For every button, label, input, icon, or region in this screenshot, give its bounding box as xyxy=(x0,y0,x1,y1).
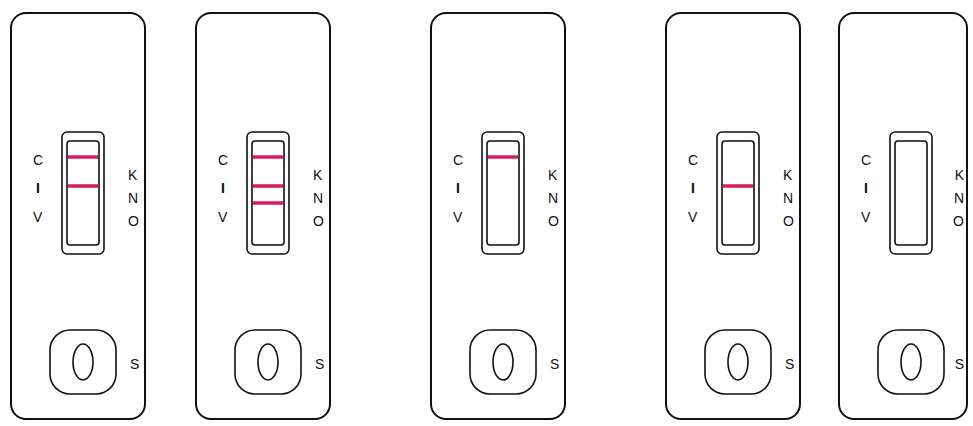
cassette-window xyxy=(705,132,771,394)
marker-letter: N xyxy=(313,190,323,206)
marker-letter: O xyxy=(953,213,964,229)
marker-letter: S xyxy=(550,356,559,372)
marker-letter: S xyxy=(130,356,139,372)
marker-letter: N xyxy=(128,190,138,206)
marker-letter: C xyxy=(218,152,228,168)
test-cassette: CIV KNO S xyxy=(430,12,566,420)
marker-letter: I xyxy=(456,180,460,196)
marker-letter: V xyxy=(33,209,42,225)
marker-letter: V xyxy=(218,209,227,225)
cassette-window xyxy=(878,132,944,394)
marker-letter: V xyxy=(688,209,697,225)
cassette-window xyxy=(470,132,536,394)
marker-letter: K xyxy=(548,167,557,183)
marker-letter: S xyxy=(785,356,794,372)
marker-letter: S xyxy=(315,356,324,372)
marker-letter: O xyxy=(783,213,794,229)
marker-letter: C xyxy=(861,152,871,168)
marker-letter: K xyxy=(128,167,137,183)
test-cassette: CIV KNO S xyxy=(838,12,968,420)
marker-letter: C xyxy=(688,152,698,168)
marker-letter: I xyxy=(221,180,225,196)
marker-letter: N xyxy=(954,190,964,206)
marker-letter: N xyxy=(548,190,558,206)
marker-letter: I xyxy=(36,180,40,196)
marker-letter: C xyxy=(33,152,43,168)
marker-letter: I xyxy=(864,180,868,196)
cassette-window xyxy=(235,132,301,394)
test-cassette: CIV KNO S xyxy=(195,12,331,420)
marker-letter: K xyxy=(955,167,964,183)
marker-letter: C xyxy=(453,152,463,168)
marker-letter: O xyxy=(128,213,139,229)
marker-letter: K xyxy=(783,167,792,183)
marker-letter: N xyxy=(783,190,793,206)
marker-letter: V xyxy=(453,209,462,225)
marker-letter: O xyxy=(313,213,324,229)
cassette-window xyxy=(50,132,116,394)
test-cassette: CIV KNO S xyxy=(665,12,801,420)
marker-letter: S xyxy=(955,356,964,372)
marker-letter: K xyxy=(313,167,322,183)
marker-letter: I xyxy=(691,180,695,196)
test-cassette: CIV KNO S xyxy=(10,12,146,420)
marker-letter: V xyxy=(861,209,870,225)
marker-letter: O xyxy=(548,213,559,229)
